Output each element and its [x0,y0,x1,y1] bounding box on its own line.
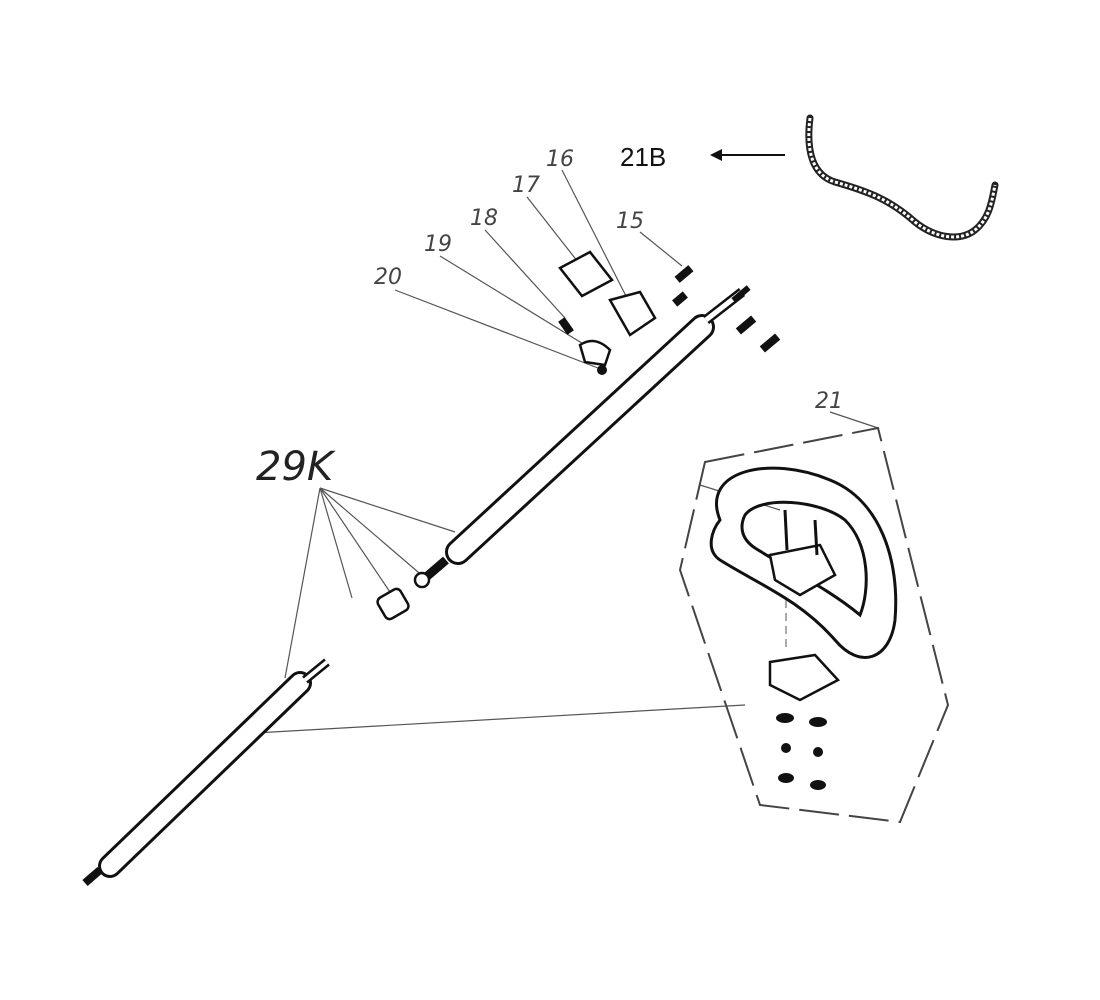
handle-clamp-lower [768,653,841,702]
label-19: 19 [424,232,452,257]
tube-end-cap [376,587,410,621]
handle-assembly-boundary [678,426,950,824]
label-21: 21 [815,389,843,414]
label-18: 18 [470,206,498,231]
label-21b: 21B [620,142,666,172]
lower-drive-tube [82,658,330,887]
handle-bolts [783,509,819,556]
screw-18 [558,317,574,335]
upper-drive-tube [422,288,746,582]
clip-19 [578,339,612,367]
leader-lines [254,169,879,734]
throttle-bracket-17 [558,250,614,298]
label-29k: 29K [256,444,336,490]
label-20: 20 [374,265,402,290]
arrow-21b [710,149,785,161]
throttle-cable-hose [805,114,999,241]
handle-clamp-upper [768,543,837,597]
label-17: 17 [512,173,540,198]
nut-20 [597,365,607,375]
label-15: 15 [616,209,644,234]
screws-15 [672,265,781,353]
label-16: 16 [546,147,574,172]
tube-collar [413,571,431,589]
handle-washers-nuts [776,713,827,790]
clamp-16 [608,290,657,337]
loop-handle [709,466,898,659]
